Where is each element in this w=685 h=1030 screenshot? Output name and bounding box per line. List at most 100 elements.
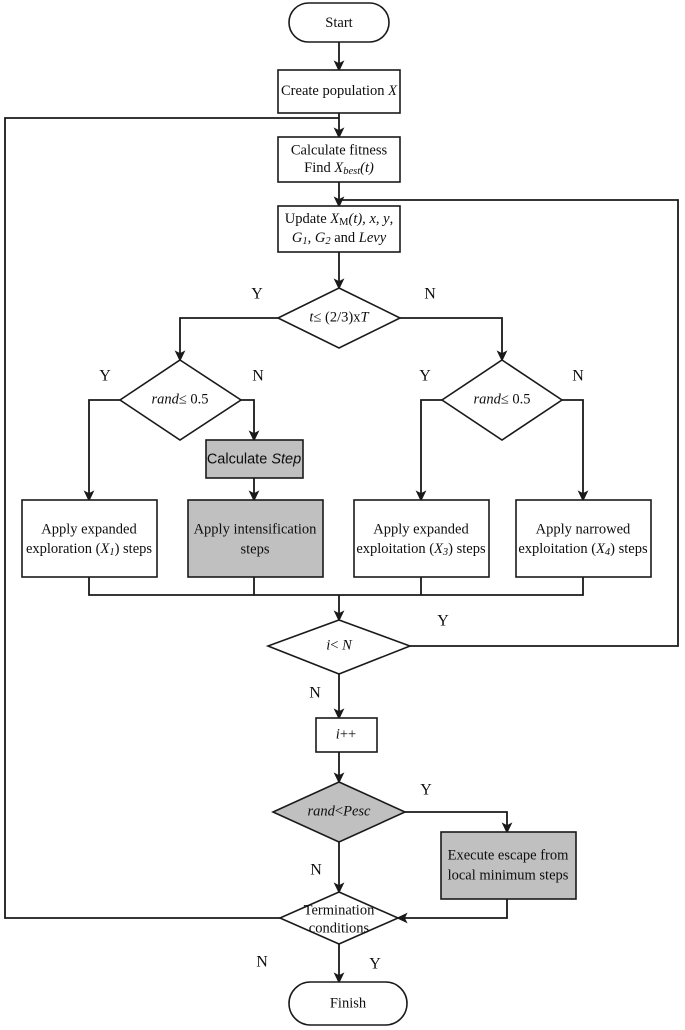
node-apply-narrowed-exploitation-line1: Apply narrowed	[536, 521, 631, 537]
node-update-comma: ,	[376, 211, 383, 227]
node-termination[interactable]: Termination conditions	[278, 891, 400, 945]
node-apply-narrowed-exploitation-suffix: ) steps	[610, 541, 648, 557]
node-update-g1end: ,	[308, 230, 315, 246]
edge-label-t-yes: Y	[251, 286, 263, 303]
svg-text:exploitation (X4) steps: exploitation (X4) steps	[518, 541, 648, 558]
edge-label-i-yes: Y	[437, 613, 449, 630]
node-update-prefix: Update	[285, 211, 331, 227]
node-update-levy: Levy	[358, 230, 387, 246]
node-calculate-step-it: Step	[271, 451, 301, 467]
node-apply-expanded-exploitation-sub: 3	[442, 547, 448, 558]
node-update-and: and	[331, 230, 359, 246]
node-create-population-var: X	[387, 83, 398, 99]
node-apply-expanded-exploitation-line1: Apply expanded	[373, 521, 469, 537]
edge-t-no-to-rand-right	[400, 317, 508, 362]
edge-label-layer: Y N Y N Y N Y N Y N N Y	[99, 286, 584, 973]
edge-label-randright-yes: Y	[419, 368, 431, 385]
edge-label-i-no: N	[309, 685, 321, 702]
node-update-y: y	[381, 211, 390, 227]
svg-text:i< N: i< N	[326, 638, 353, 654]
node-apply-expanded-exploration-prefix: exploration (	[26, 541, 101, 557]
node-apply-narrowed-exploitation-prefix: exploitation (	[518, 541, 596, 557]
svg-text:exploitation (X3) steps: exploitation (X3) steps	[356, 541, 486, 558]
svg-text:rand<Pesc: rand<Pesc	[308, 804, 372, 820]
node-execute-escape-line1: Execute escape from	[448, 847, 569, 863]
node-termination-line1: Termination	[304, 902, 375, 918]
edge-t-yes-to-rand-left	[174, 317, 278, 362]
edge-escape-to-termination	[396, 899, 508, 924]
svg-text:i++: i++	[336, 727, 356, 743]
svg-text:Calculate Step: Calculate Step	[207, 451, 301, 467]
node-apply-expanded-exploitation-prefix: exploitation (	[356, 541, 434, 557]
node-calculate-step-prefix: Calculate	[207, 451, 271, 467]
node-update-g1: G	[292, 230, 303, 246]
node-update-mid: (t),	[349, 211, 370, 227]
node-start-label: Start	[325, 15, 352, 31]
svg-text:t≤ (2/3)xT: t≤ (2/3)xT	[309, 310, 369, 326]
node-apply-intensification[interactable]: Apply intensification steps	[187, 499, 324, 578]
node-decision-i-lt-n-n: N	[341, 638, 353, 654]
node-apply-expanded-exploration-var: X	[99, 541, 110, 557]
node-update-g2: G	[315, 230, 326, 246]
svg-text:G1, G2 and Levy: G1, G2 and Levy	[292, 230, 387, 247]
node-apply-expanded-exploration-suffix: ) steps	[115, 541, 153, 557]
svg-text:rand≤ 0.5: rand≤ 0.5	[473, 392, 530, 408]
node-decision-i-lt-n-lt: <	[330, 638, 342, 654]
node-decision-rand-right[interactable]: rand≤ 0.5	[440, 359, 564, 441]
node-apply-intensification-line2: steps	[241, 541, 270, 557]
edge-feedback-right-loop	[339, 199, 679, 647]
node-calculate-fitness-find: Find	[304, 160, 334, 176]
edge-randright-yes-to-exploitation	[415, 399, 442, 502]
connector-layer	[4, 42, 679, 984]
node-create-population[interactable]: Create population X	[277, 69, 401, 114]
node-decision-rand-pesc-rand: rand	[308, 804, 336, 820]
node-update-var: X	[329, 211, 340, 227]
node-execute-escape[interactable]: Execute escape from local minimum steps	[440, 831, 577, 900]
node-decision-i-lt-n-i: i	[326, 638, 330, 654]
node-apply-expanded-exploitation-var: X	[433, 541, 444, 557]
edge-label-randleft-yes: Y	[99, 368, 111, 385]
node-update-g1sub: 1	[302, 236, 307, 247]
node-decision-rand-left[interactable]: rand≤ 0.5	[118, 359, 243, 441]
node-calculate-fitness-suffix: (t)	[360, 160, 374, 176]
svg-text:rand≤ 0.5: rand≤ 0.5	[151, 392, 208, 408]
svg-text:exploration (X1) steps: exploration (X1) steps	[26, 541, 152, 558]
node-update-end: ,	[390, 211, 394, 227]
node-update-x: x	[368, 211, 376, 227]
node-calculate-step[interactable]: Calculate Step	[205, 439, 304, 479]
node-increment-i[interactable]: i++	[315, 717, 378, 753]
node-decision-rand-pesc-lt: <	[335, 804, 343, 820]
node-finish-label: Finish	[330, 995, 367, 1011]
node-decision-t-var: t	[309, 310, 314, 326]
node-finish[interactable]: Finish	[288, 981, 408, 1026]
node-decision-t[interactable]: t≤ (2/3)xT	[276, 287, 402, 349]
node-execute-escape-line2: local minimum steps	[448, 867, 569, 883]
node-decision-rand-left-it: rand	[151, 392, 179, 408]
node-update[interactable]: Update XM(t), x, y, G1, G2 and Levy	[277, 205, 401, 253]
node-calculate-fitness-line1: Calculate fitness	[291, 142, 388, 158]
node-apply-expanded-exploitation[interactable]: Apply expanded exploitation (X3) steps	[353, 499, 490, 578]
node-start[interactable]: Start	[288, 2, 390, 43]
edge-label-pesc-yes: Y	[420, 782, 432, 799]
node-apply-expanded-exploration[interactable]: Apply expanded exploration (X1) steps	[21, 499, 158, 578]
node-increment-i-var: i	[336, 727, 340, 743]
node-apply-intensification-line1: Apply intensification	[194, 521, 318, 537]
edge-label-randleft-no: N	[252, 368, 264, 385]
node-decision-rand-pesc[interactable]: rand<Pesc	[271, 781, 407, 843]
edge-merge-actions-left	[88, 577, 584, 596]
svg-text:Update XM(t), x, y,: Update XM(t), x, y,	[285, 211, 393, 228]
edge-label-termination-no: N	[256, 954, 268, 971]
node-apply-expanded-exploitation-suffix: ) steps	[448, 541, 486, 557]
edge-randright-no-to-narrowed	[562, 399, 589, 502]
node-create-population-label: Create population	[281, 83, 385, 99]
svg-text:Find Xbest(t): Find Xbest(t)	[304, 160, 374, 177]
node-decision-i-lt-n[interactable]: i< N	[265, 619, 413, 675]
node-apply-expanded-exploration-sub: 1	[109, 547, 114, 558]
node-apply-expanded-exploration-line1: Apply expanded	[41, 521, 137, 537]
node-calculate-fitness[interactable]: Calculate fitness Find Xbest(t)	[277, 136, 401, 183]
node-apply-narrowed-exploitation[interactable]: Apply narrowed exploitation (X4) steps	[515, 499, 652, 578]
edge-randleft-no-to-step	[241, 399, 260, 442]
svg-text:Create population X: Create population X	[281, 83, 398, 99]
